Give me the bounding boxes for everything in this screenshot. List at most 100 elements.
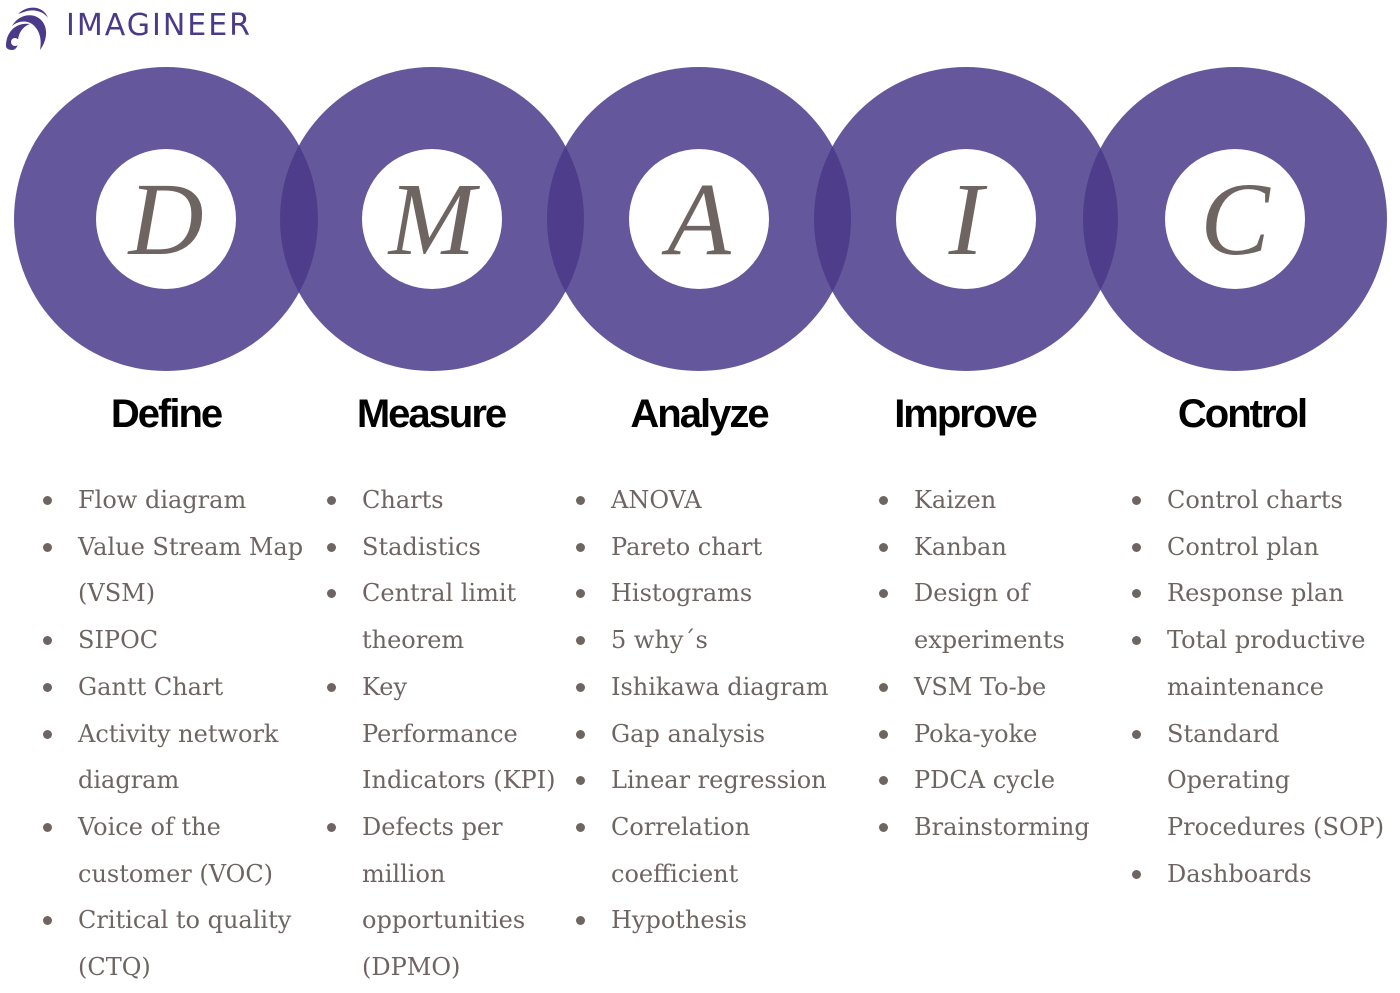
bullet-icon [576,636,585,646]
list-item: Charts [327,477,556,524]
list-item: Linear regression [576,757,829,804]
bullet-icon [1132,589,1141,599]
list-item-text: Pareto chart [611,532,763,561]
heading-define: Define [110,392,223,436]
list-item: Pareto chart [576,524,829,571]
list-item-text: PDCA cycle [914,766,1056,795]
list-item-text: Histograms [611,579,753,608]
list-item-text: Kanban [914,532,1007,561]
bullet-icon [43,682,52,692]
list-item-text: Total productive [1167,626,1366,655]
list-item-text: Operating [1167,766,1291,795]
ring-define [14,67,318,371]
letter-measure: M [388,162,476,277]
letter-analyze: A [667,162,731,277]
bullet-icon [879,496,888,505]
bullet-icon [1132,636,1141,646]
list-item-text: Correlation [611,812,751,841]
heading-measure: Measure [356,392,507,436]
list-item-text: Central limit [362,579,517,608]
list-item-text: (VSM) [78,579,156,608]
bullet-icon [576,542,585,552]
list-item-text: Control charts [1167,486,1343,514]
letter-control: C [1200,162,1270,277]
bullet-icon [879,729,888,739]
bullet-icon [1132,729,1141,739]
list-item-text: Hypothesis [611,906,747,935]
list-item-text: 5 why´s [611,626,708,655]
imagineer-swirl-icon [2,2,50,52]
list-item: Response plan [1132,570,1384,617]
bullet-icon [576,822,585,832]
bullet-icon [576,916,585,926]
list-item: Control plan [1132,524,1384,571]
bullet-icon [879,589,888,599]
bullet-icon [879,776,888,786]
list-item: Poka-yoke [879,711,1090,758]
list-item-text: Gap analysis [611,719,766,748]
bullet-icon [1132,542,1141,552]
list-item-text: Brainstorming [914,812,1090,841]
list-item-text: Activity network [78,719,279,748]
list-item-text: coefficient [611,859,739,888]
list-item-text: Ishikawa diagram [611,672,829,701]
ring-improve [814,67,1118,371]
bullet-icon [1132,869,1141,879]
list-item: Critical to quality(CTQ) [43,897,303,990]
brand-name: IMAGINEER [66,7,253,43]
list-item-text: Control plan [1167,532,1319,561]
list-item: Gantt Chart [43,664,303,711]
list-item-text: Dashboards [1167,859,1312,888]
list-item-text: ANOVA [611,486,702,514]
list-item-text: Poka-yoke [914,719,1038,748]
list-item-text: Design of [914,579,1030,608]
list-item: Ishikawa diagram [576,664,829,711]
bullet-icon [879,682,888,692]
bullet-icon [327,496,336,505]
list-item: Kaizen [879,477,1090,524]
list-item: Central limit theorem [327,570,556,663]
bullet-icon [576,682,585,692]
list-item: Dashboards [1132,851,1384,898]
letter-define: D [128,162,204,277]
list-item-text: customer (VOC) [78,859,274,888]
bullet-icon [879,542,888,552]
list-item: Design of experiments [879,570,1090,663]
letter-improve: I [948,162,984,277]
list-item-text: (CTQ) [78,953,151,982]
list-item: Histograms [576,570,829,617]
bullet-icon [43,822,52,832]
list-item-text: Stadistics [362,532,481,561]
list-item: Value Stream Map(VSM) [43,524,303,617]
list-item-text: VSM To-be [914,672,1047,701]
list-item-text: theorem [362,626,465,655]
ring-control [1083,67,1387,371]
list-item-text: experiments [914,626,1065,655]
list-item: Gap analysis [576,711,829,758]
bullet-icon [43,496,52,505]
bullet-icon [43,916,52,926]
list-item-text: Standard [1167,719,1280,748]
heading-improve: Improve [894,392,1038,436]
bullet-icon [1132,496,1141,505]
list-item-text: Defects per [362,812,503,841]
bullet-icon [879,822,888,832]
bullet-icon [576,729,585,739]
list-item-text: Linear regression [611,766,827,795]
bullet-icon [327,822,336,832]
list-item-text: opportunities [362,906,526,935]
heading-control: Control [1177,392,1308,436]
list-item: Stadistics [327,524,556,571]
bullet-icon [327,682,336,692]
list-item-text: Procedures (SOP) [1167,812,1385,841]
list-item-text: Kaizen [914,486,997,514]
